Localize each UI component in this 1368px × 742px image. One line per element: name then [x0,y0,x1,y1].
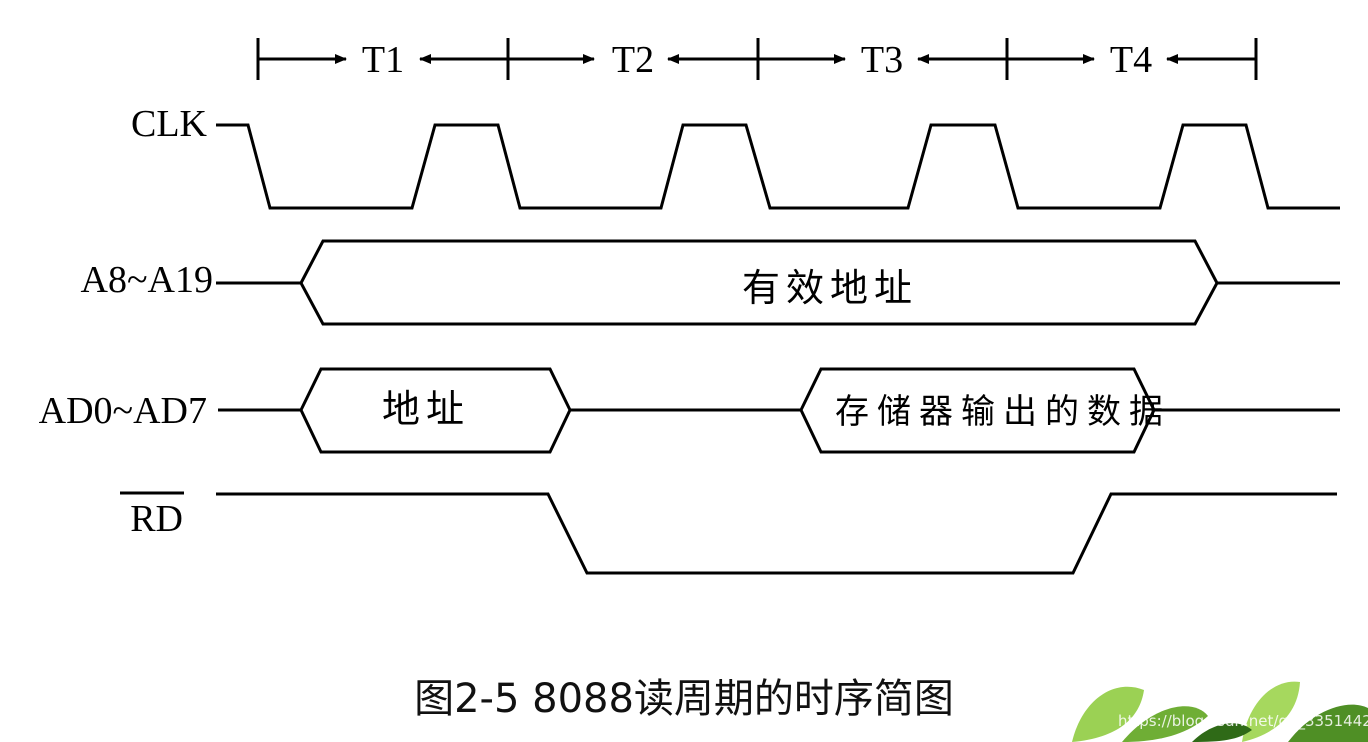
leaf-shape-5 [1192,723,1252,742]
leaf-shape-2 [1122,706,1208,742]
leaf-shape-3 [1242,681,1300,742]
figure-caption: 图2-5 8088读周期的时序简图 [414,676,954,722]
signal-label-clk: CLK [131,103,208,145]
bus-label-address: 地址 [382,387,470,431]
signal-label-rd: RD [130,498,183,540]
leaf-shape-1 [1072,686,1144,742]
period-label-t1: T1 [362,39,404,81]
clk-waveform [216,123,1340,210]
period-markers [256,38,1258,80]
watermark-text: https://blog.csdn.net/qq_33514421 [1118,712,1368,730]
period-label-t4: T4 [1110,39,1152,81]
leaf-decoration [1062,672,1368,742]
period-labels: T1 T2 T3 T4 [362,39,1152,81]
signal-labels: CLK A8~A19 AD0~AD7 RD [39,103,213,540]
waveforms [216,123,1340,575]
bus-label-valid-address: 有效地址 [742,266,918,310]
period-label-t3: T3 [861,39,903,81]
bus-labels: 有效地址 地址 存储器输出的数据 [382,266,1171,432]
period-label-t2: T2 [612,39,654,81]
signal-label-a8-a19: A8~A19 [81,259,213,301]
leaf-shape-4 [1288,704,1368,742]
bus-label-memory-output-data: 存储器输出的数据 [835,392,1171,432]
rd-waveform [216,492,1337,575]
signal-label-ad0-ad7: AD0~AD7 [39,390,207,432]
